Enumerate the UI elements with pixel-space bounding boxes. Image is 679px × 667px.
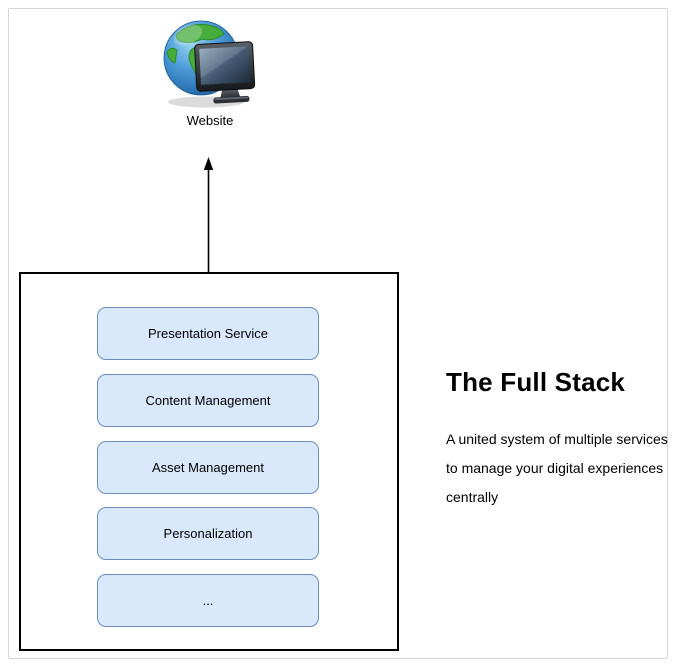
- service-label: Asset Management: [151, 460, 264, 475]
- arrow-up-icon: [203, 157, 214, 273]
- page-title: The Full Stack: [446, 367, 626, 397]
- service-box-content-management[interactable]: Content Management: [97, 374, 319, 427]
- service-box-more[interactable]: ...: [97, 574, 319, 627]
- website-node[interactable]: Website: [158, 15, 262, 128]
- page-description: A united system of multiple services to …: [446, 425, 676, 512]
- service-box-presentation-service[interactable]: Presentation Service: [97, 307, 319, 360]
- globe-monitor-icon: [163, 20, 256, 108]
- service-box-asset-management[interactable]: Asset Management: [97, 441, 319, 494]
- description-line: A united system of multiple services: [446, 431, 668, 447]
- description-line: to manage your digital experiences: [446, 460, 664, 476]
- service-box-personalization[interactable]: Personalization: [97, 507, 319, 560]
- service-label: Content Management: [145, 393, 271, 408]
- diagram-canvas: Website Presentation Service Content Man…: [8, 8, 668, 659]
- service-label: ...: [202, 593, 214, 608]
- service-label: Presentation Service: [148, 326, 268, 341]
- service-label: Personalization: [163, 526, 253, 541]
- stack-to-website-arrow[interactable]: [200, 157, 217, 273]
- website-node-label: Website: [186, 113, 234, 128]
- description-line: centrally: [446, 489, 499, 505]
